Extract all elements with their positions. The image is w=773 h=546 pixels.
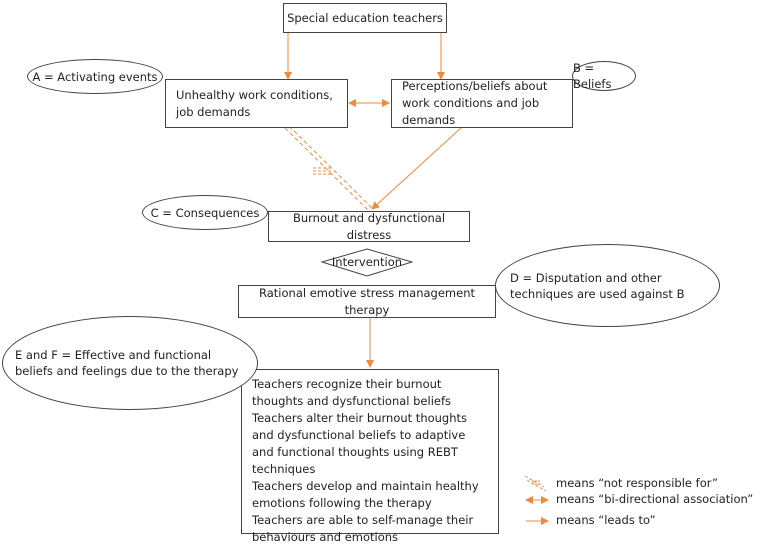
- disputation-ellipse: D = Disputation and other techniques are…: [495, 244, 720, 327]
- unhealthy-work-conditions-label: Unhealthy work conditions, job demands: [176, 87, 333, 119]
- burnout-label: Burnout and dysfunctional distress: [292, 210, 446, 242]
- beliefs-label: B = Beliefs: [573, 61, 612, 91]
- activating-events-label: A = Activating events: [32, 69, 158, 84]
- rational-emotive-therapy-label: Rational emotive stress management thera…: [259, 285, 475, 317]
- intervention-diamond: [320, 248, 414, 277]
- perceptions-beliefs-label: Perceptions/beliefs about work condition…: [402, 79, 548, 127]
- connector-layer: [284, 33, 549, 525]
- legend-leads-to-text: means “leads to”: [556, 513, 656, 527]
- outcome-item: Teachers recognize their burnout thought…: [252, 377, 452, 408]
- outcome-item: Teachers develop and maintain healthy em…: [252, 479, 479, 510]
- consequences-ellipse: C = Consequences: [142, 195, 268, 230]
- perceptions-beliefs-box: Perceptions/beliefs about work condition…: [391, 79, 573, 128]
- intervention-label: Intervention: [331, 255, 403, 269]
- outcomes-list: Teachers recognize their burnout thought…: [252, 376, 488, 546]
- burnout-box: Burnout and dysfunctional distress: [268, 211, 470, 242]
- activating-events-ellipse: A = Activating events: [27, 59, 163, 94]
- outcome-item: Teachers alter their burnout thoughts an…: [252, 411, 468, 476]
- not-responsible-crossbar: [313, 167, 333, 175]
- unhealthy-work-conditions-box: Unhealthy work conditions, job demands: [165, 79, 348, 128]
- outcomes-box: Teachers recognize their burnout thought…: [241, 369, 499, 544]
- disputation-label: D = Disputation and other techniques are…: [510, 270, 685, 301]
- arrow-perceptions-to-burnout: [371, 126, 463, 210]
- rebt-diagram: Special education teachers Unhealthy wor…: [2, 3, 754, 544]
- rational-emotive-therapy-box: Rational emotive stress management thera…: [238, 285, 496, 318]
- legend-dashed-symbol: [524, 475, 547, 492]
- effective-functional-ellipse: E and F = Effective and functional belie…: [2, 316, 258, 410]
- legend-not-responsible-text: means “not responsible for”: [556, 476, 718, 490]
- dashed-not-responsible-line-2: [288, 125, 373, 209]
- consequences-label: C = Consequences: [150, 205, 260, 220]
- beliefs-ellipse: B = Beliefs: [572, 61, 636, 91]
- special-education-teachers-label: Special education teachers: [287, 10, 443, 25]
- outcome-item: Teachers are able to self-manage their b…: [252, 513, 474, 544]
- special-education-teachers-box: Special education teachers: [283, 3, 447, 33]
- effective-functional-label: E and F = Effective and functional belie…: [15, 348, 239, 378]
- legend-bidirectional-text: means “bi-directional association”: [556, 492, 754, 506]
- dashed-not-responsible-line: [284, 127, 369, 211]
